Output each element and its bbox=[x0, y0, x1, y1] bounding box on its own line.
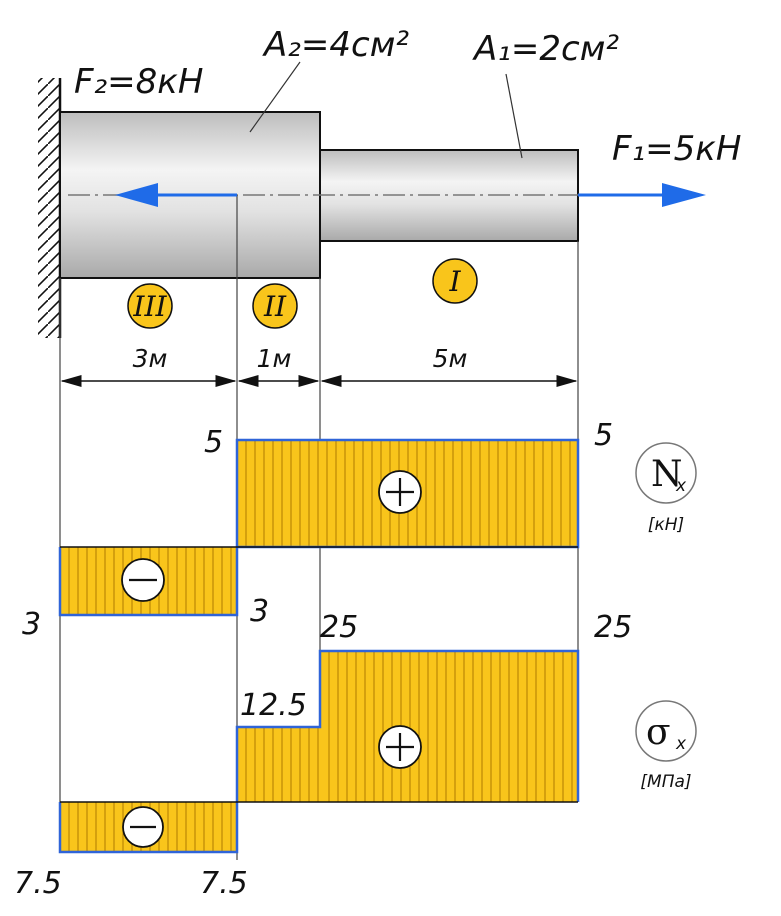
s-value-top-right: 25 bbox=[594, 610, 632, 645]
sigma-symbol-badge: σ x bbox=[635, 700, 697, 762]
fixed-wall bbox=[38, 78, 62, 338]
s-value-left-neg: 7.5 bbox=[14, 866, 62, 901]
a1-leader bbox=[505, 73, 523, 159]
n-value-left-neg: 3 bbox=[22, 607, 41, 642]
svg-text:σ: σ bbox=[646, 712, 671, 753]
n-value-top-left: 5 bbox=[204, 425, 223, 460]
area-a2-label: A₂=4см² bbox=[262, 25, 409, 65]
n-unit: [кН] bbox=[648, 515, 684, 535]
area-a1-label: A₁=2см² bbox=[472, 29, 619, 69]
n-negative-outline bbox=[58, 547, 239, 617]
s-plus-sign bbox=[378, 725, 422, 769]
n-symbol-badge: N x bbox=[635, 442, 697, 504]
s-positive-region-left bbox=[237, 727, 320, 802]
svg-text:x: x bbox=[675, 734, 687, 754]
length-1m: 1м bbox=[257, 344, 292, 373]
s-positive-region-right bbox=[320, 651, 578, 802]
s-negative-outline bbox=[58, 802, 239, 854]
svg-text:II: II bbox=[263, 290, 287, 323]
s-minus-sign bbox=[122, 806, 164, 848]
force-f1-arrow bbox=[578, 183, 706, 207]
svg-text:x: x bbox=[675, 476, 687, 496]
stress-diagram: 25 25 12.5 7.5 7.5 σ x [МПа] bbox=[14, 610, 697, 901]
s-value-mid-neg: 7.5 bbox=[200, 866, 248, 901]
force-f1-label: F₁=5кН bbox=[612, 129, 741, 169]
force-f2-arrow bbox=[115, 183, 237, 207]
section-II-badge: II bbox=[252, 283, 298, 329]
s-value-step: 12.5 bbox=[240, 688, 307, 723]
n-value-mid-neg: 3 bbox=[250, 594, 269, 629]
s-value-top-left: 25 bbox=[320, 610, 358, 645]
length-3m: 3м bbox=[133, 344, 168, 373]
sigma-unit: [МПа] bbox=[640, 772, 691, 792]
section-I-badge: I bbox=[432, 258, 478, 304]
n-value-top-right: 5 bbox=[594, 418, 613, 453]
axial-force-diagram: 5 5 3 3 N x [кН] bbox=[22, 418, 697, 642]
n-plus-sign bbox=[378, 470, 422, 514]
svg-text:N: N bbox=[651, 454, 683, 495]
svg-text:III: III bbox=[132, 290, 167, 323]
force-f2-label: F₂=8кН bbox=[74, 62, 203, 102]
section-III-badge: III bbox=[127, 283, 173, 329]
n-minus-sign bbox=[121, 558, 165, 602]
a2-leader bbox=[249, 61, 301, 133]
svg-text:I: I bbox=[448, 265, 461, 298]
s-positive-outline bbox=[235, 649, 580, 802]
length-5m: 5м bbox=[433, 344, 468, 373]
